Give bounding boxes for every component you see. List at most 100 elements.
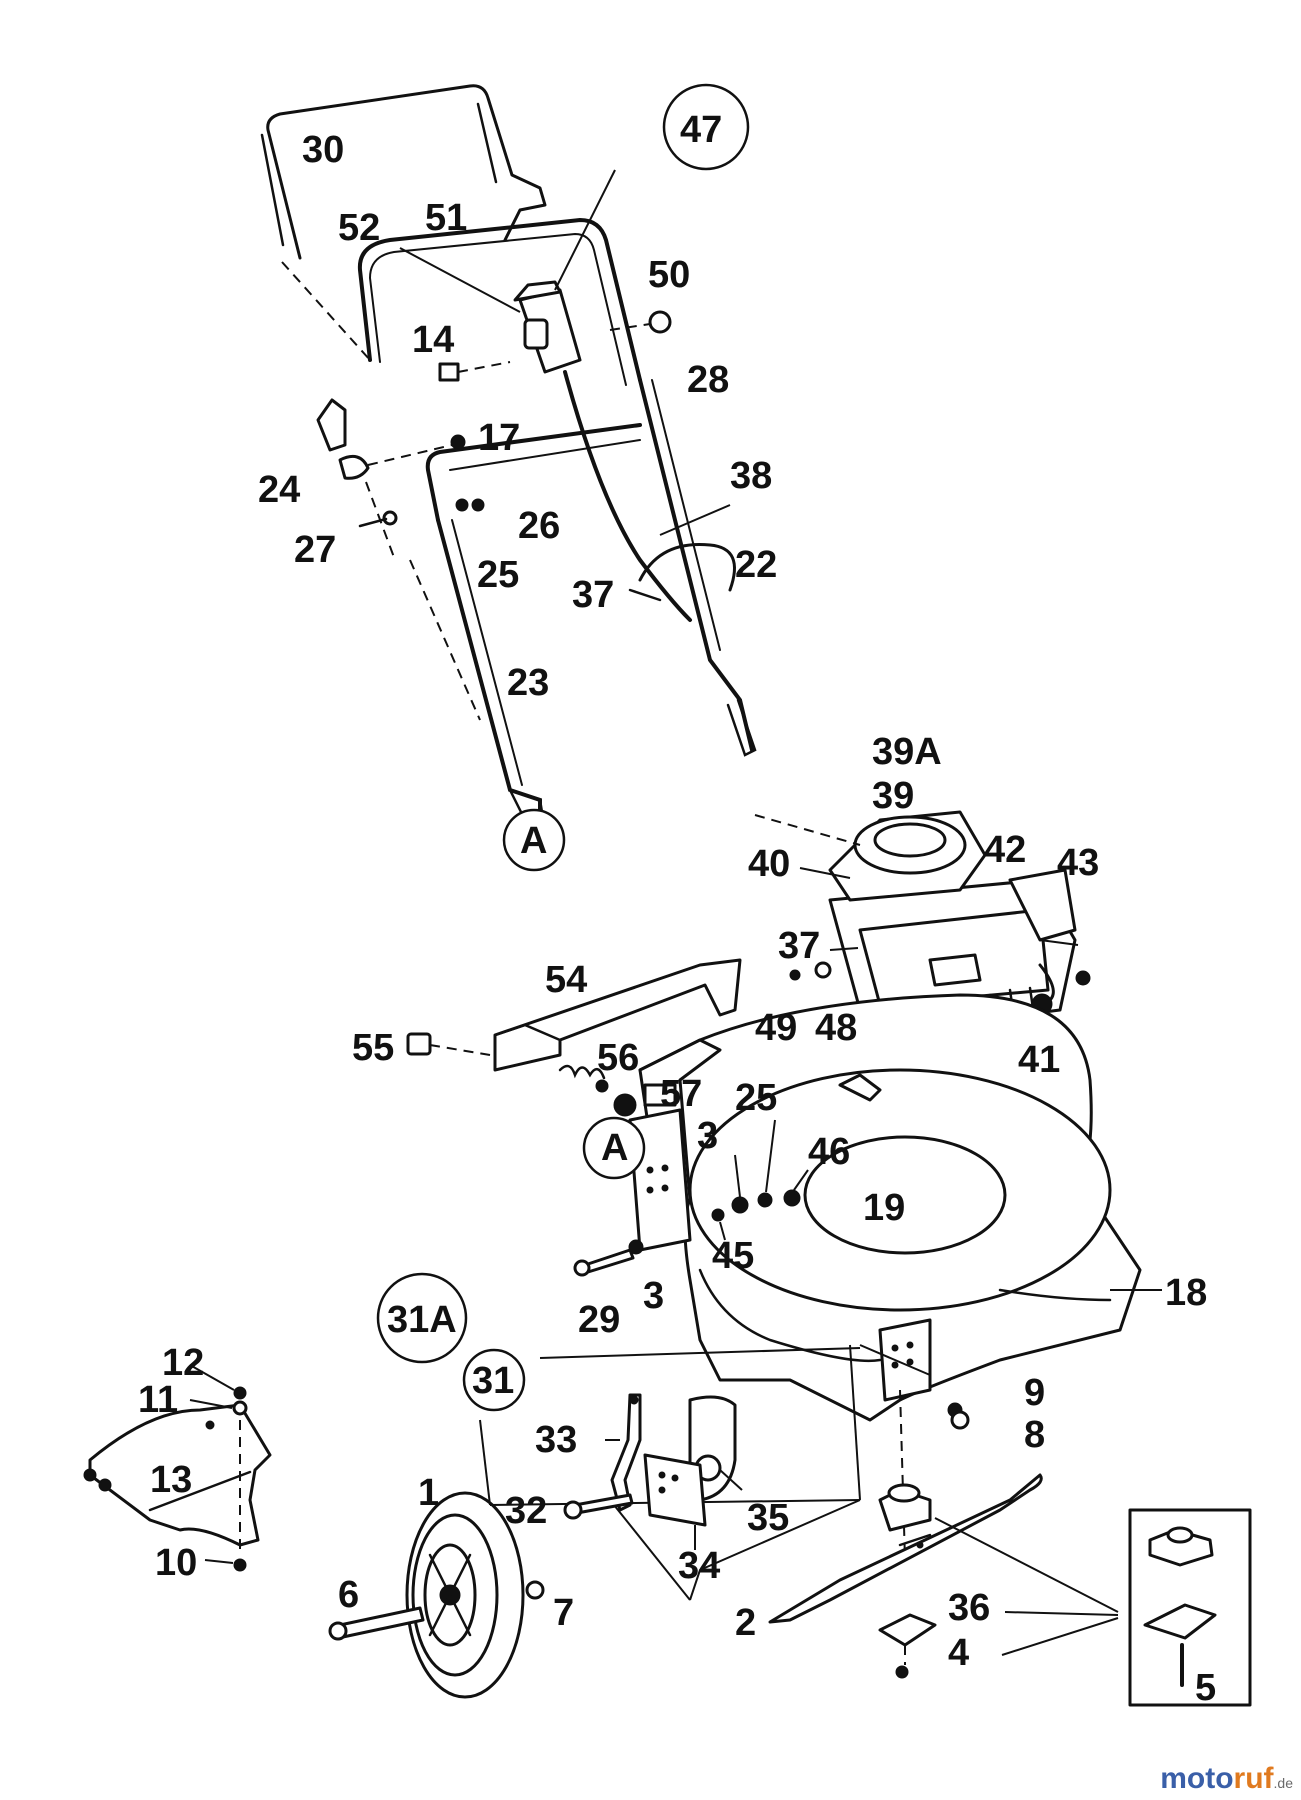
deck-blade-dash bbox=[899, 1389, 906, 1561]
axle-bolt-6 bbox=[328, 1606, 425, 1641]
label-46: 46 bbox=[808, 1131, 850, 1173]
label-38: 38 bbox=[730, 455, 772, 497]
label-54: 54 bbox=[545, 959, 587, 1001]
handle-23-dash bbox=[409, 559, 481, 721]
label-48: 48 bbox=[815, 1007, 857, 1049]
bolt-43 bbox=[1075, 970, 1091, 986]
wheel-1 bbox=[405, 1491, 525, 1699]
washer-25-26 bbox=[455, 498, 485, 512]
label-1: 1 bbox=[418, 1472, 439, 1514]
label-19: 19 bbox=[863, 1187, 905, 1229]
label-42: 42 bbox=[984, 829, 1026, 871]
leader-adapter-to-box bbox=[934, 1517, 1119, 1613]
ref-circle-a-handle bbox=[502, 808, 566, 872]
label-37-cable: 37 bbox=[572, 574, 614, 616]
label-11: 11 bbox=[138, 1379, 178, 1421]
carrier-34 bbox=[643, 1453, 707, 1527]
label-35: 35 bbox=[747, 1497, 789, 1539]
label-39: 39 bbox=[872, 775, 914, 817]
label-3-lower: 3 bbox=[643, 1275, 664, 1317]
leader-47 bbox=[554, 169, 616, 291]
leader-45 bbox=[719, 1221, 726, 1241]
label-36: 36 bbox=[948, 1587, 990, 1629]
label-52: 52 bbox=[338, 207, 380, 249]
leader-40 bbox=[799, 867, 851, 879]
label-33: 33 bbox=[535, 1419, 577, 1461]
bolt-55 bbox=[406, 1032, 491, 1056]
label-12: 12 bbox=[162, 1342, 204, 1384]
label-55: 55 bbox=[352, 1027, 394, 1069]
label-6: 6 bbox=[338, 1574, 359, 1616]
label-31A: 31A bbox=[387, 1299, 457, 1341]
label-37-engine: 37 bbox=[778, 925, 820, 967]
leader-4-to-box bbox=[1001, 1617, 1119, 1656]
upper-handle-30 bbox=[260, 84, 547, 260]
label-41: 41 bbox=[1018, 1039, 1060, 1081]
label-2: 2 bbox=[735, 1602, 756, 1644]
cable-clip-22 bbox=[628, 542, 736, 602]
label-56: 56 bbox=[597, 1037, 639, 1079]
label-25-handle: 25 bbox=[477, 554, 519, 596]
label-18: 18 bbox=[1165, 1272, 1207, 1314]
label-24: 24 bbox=[258, 469, 300, 511]
label-45: 45 bbox=[712, 1235, 754, 1277]
washer-48 bbox=[814, 961, 832, 979]
detail-box-5 bbox=[1128, 1508, 1252, 1707]
label-39A: 39A bbox=[872, 731, 942, 773]
screw-49 bbox=[789, 969, 801, 981]
engine-cable-dash bbox=[754, 814, 861, 846]
ref-circle-47 bbox=[662, 83, 750, 171]
leader-38 bbox=[659, 504, 731, 536]
watermark: motoruf.de bbox=[1160, 1762, 1293, 1796]
handle-30-dash bbox=[281, 261, 371, 361]
label-29: 29 bbox=[578, 1299, 620, 1341]
leader-35 bbox=[719, 1469, 743, 1491]
nut-45 bbox=[711, 1208, 725, 1222]
label-10: 10 bbox=[155, 1542, 197, 1584]
washer-7 bbox=[525, 1580, 545, 1600]
label-30: 30 bbox=[302, 129, 344, 171]
washer-8 bbox=[950, 1410, 970, 1430]
hardware-10-11-12 bbox=[189, 1364, 248, 1572]
watermark-part-3: .de bbox=[1273, 1775, 1293, 1791]
bolt-14 bbox=[438, 361, 511, 382]
label-40: 40 bbox=[748, 843, 790, 885]
height-lever-33 bbox=[610, 1393, 642, 1512]
label-49: 49 bbox=[755, 1007, 797, 1049]
rear-flap-bracket-54 bbox=[493, 958, 742, 1072]
label-34: 34 bbox=[678, 1545, 720, 1587]
ref-circle-31A bbox=[376, 1272, 468, 1364]
label-50: 50 bbox=[648, 254, 690, 296]
label-7: 7 bbox=[553, 1592, 574, 1634]
washer-17 bbox=[367, 434, 466, 466]
blade-2 bbox=[768, 1473, 1043, 1624]
leader-37-engine bbox=[829, 947, 859, 951]
label-57: 57 bbox=[660, 1073, 702, 1115]
label-31: 31 bbox=[472, 1360, 514, 1402]
spring-56 bbox=[558, 1064, 609, 1093]
leader-52 bbox=[399, 247, 521, 313]
ref-circle-a-deck bbox=[582, 1116, 646, 1180]
leader-43 bbox=[1039, 939, 1079, 946]
control-bracket-51 bbox=[513, 280, 582, 374]
label-22: 22 bbox=[735, 544, 777, 586]
bolt-27 bbox=[358, 510, 398, 528]
label-3-upper: 3 bbox=[697, 1115, 718, 1157]
label-43: 43 bbox=[1057, 842, 1099, 884]
leader-36-to-box bbox=[1004, 1611, 1119, 1616]
label-5: 5 bbox=[1195, 1667, 1216, 1709]
label-25-deck: 25 bbox=[735, 1077, 777, 1119]
label-27: 27 bbox=[294, 529, 336, 571]
rear-flap-13 bbox=[83, 1403, 272, 1547]
wire-41 bbox=[1038, 963, 1055, 1002]
blade-adapter bbox=[878, 1483, 932, 1532]
label-28: 28 bbox=[687, 359, 729, 401]
label-8: 8 bbox=[1024, 1414, 1045, 1456]
watermark-part-2: ruf bbox=[1233, 1762, 1274, 1795]
label-13: 13 bbox=[150, 1459, 192, 1501]
nut-50 bbox=[609, 310, 672, 334]
label-32: 32 bbox=[505, 1490, 547, 1532]
watermark-part-1: moto bbox=[1160, 1762, 1234, 1795]
hardware-3-25-46 bbox=[731, 1119, 809, 1214]
